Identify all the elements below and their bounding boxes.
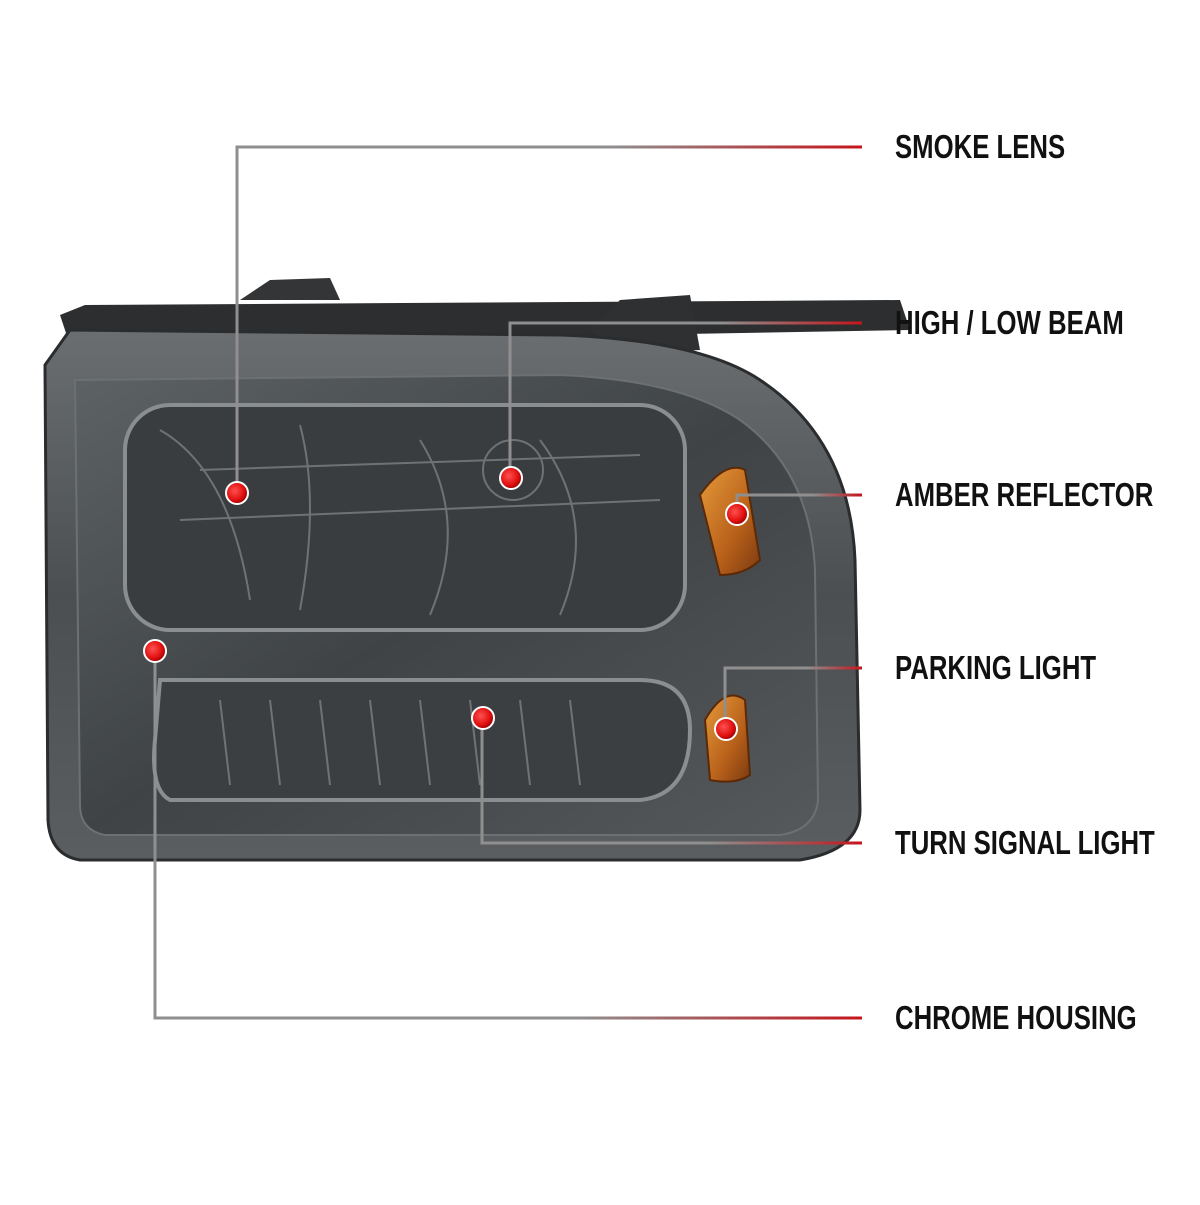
marker-amber-reflector	[725, 502, 749, 526]
label-turn-signal-light: TURN SIGNAL LIGHT	[895, 824, 1155, 861]
marker-parking-light	[714, 717, 738, 741]
marker-chrome-housing	[143, 639, 167, 663]
label-parking-light: PARKING LIGHT	[895, 649, 1097, 686]
label-amber-reflector: AMBER REFLECTOR	[895, 476, 1154, 513]
beam-reflector-facets	[159, 424, 661, 616]
leader-chrome-housing	[153, 650, 862, 1020]
leader-turn-signal	[480, 718, 862, 845]
label-smoke-lens: SMOKE LENS	[895, 128, 1066, 165]
marker-high-low-beam	[499, 466, 523, 490]
leader-high-low-beam	[508, 321, 862, 478]
label-chrome-housing: CHROME HOUSING	[895, 999, 1137, 1036]
turn-signal-facets	[219, 699, 581, 786]
turn-signal-chamber	[152, 678, 693, 802]
high-low-beam-chamber	[123, 403, 687, 632]
leader-parking-light	[723, 666, 862, 728]
callout-markers	[143, 466, 749, 741]
marker-smoke-lens	[225, 481, 249, 505]
leader-smoke-lens	[235, 145, 862, 493]
marker-turn-signal	[471, 706, 495, 730]
label-high-low-beam: HIGH / LOW BEAM	[895, 304, 1124, 341]
